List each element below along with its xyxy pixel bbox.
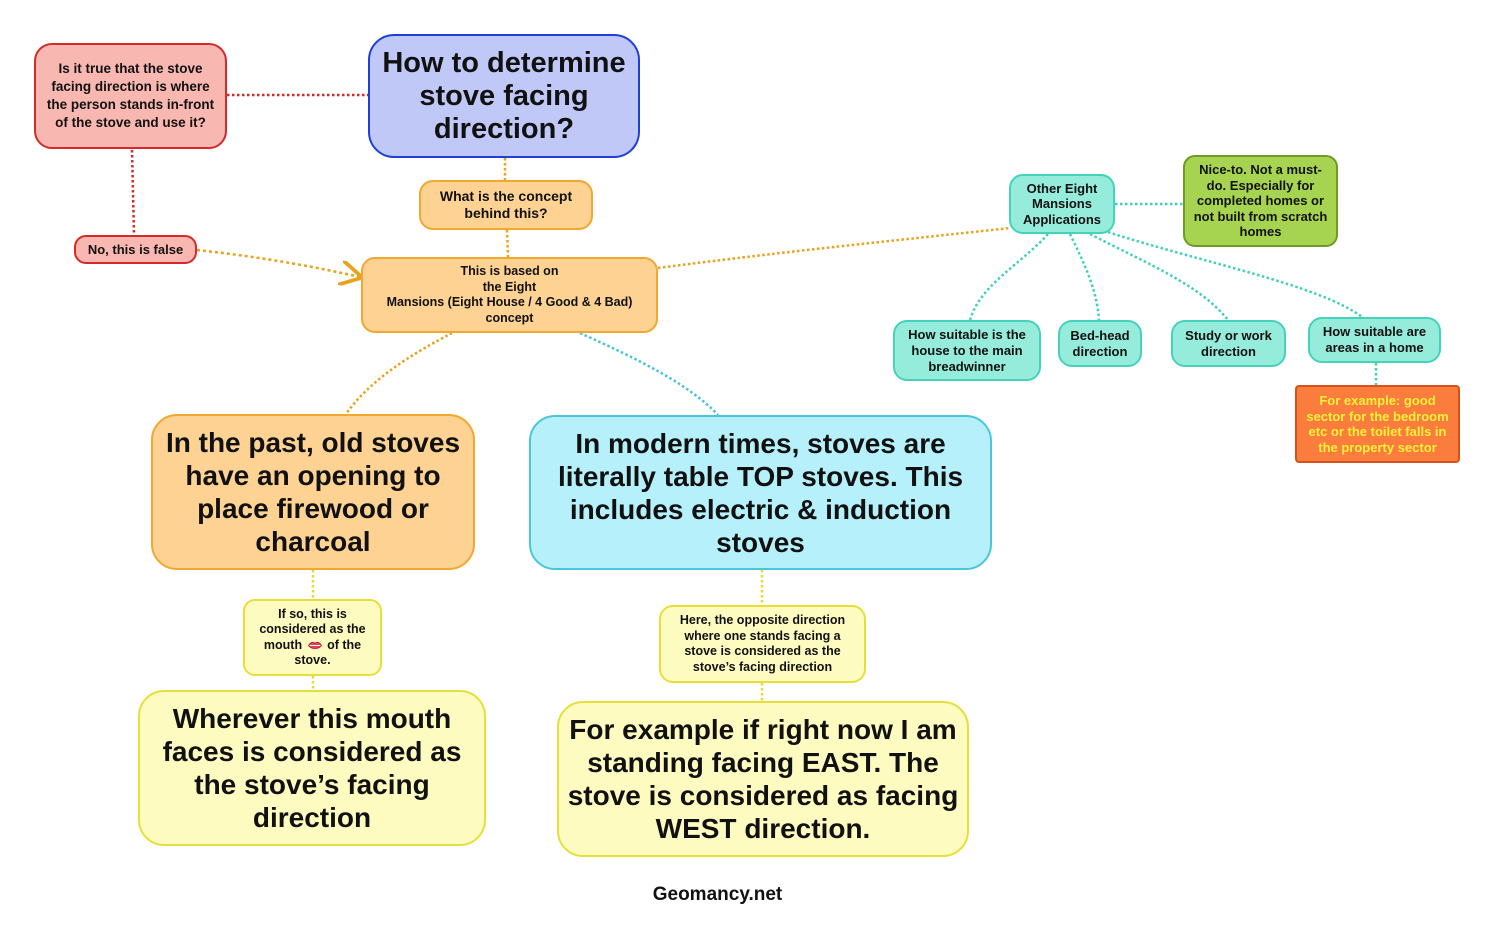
wherever-node: Wherever this mouth faces is considered … xyxy=(138,690,486,846)
mouth-note-node: If so, this is considered as the mouth o… xyxy=(243,599,382,676)
application-item-areas: How suitable are areas in a home xyxy=(1308,317,1441,363)
applications-hub-label: Other Eight Mansions Applications xyxy=(1022,180,1101,227)
example-east-west-node: For example if right now I am standing f… xyxy=(557,701,969,857)
concept-question-node: What is the concept behind this? xyxy=(419,180,593,230)
application-item-breadwinner: How suitable is the house to the main br… xyxy=(893,320,1041,381)
nice-to-note-label: Nice-to. Not a must-do. Especially for c… xyxy=(1193,162,1328,240)
areas-example-label: For example: good sector for the bedroom… xyxy=(1306,393,1449,455)
connector-answer-concept xyxy=(196,248,360,277)
application-item-label: Study or work direction xyxy=(1185,327,1272,359)
nice-to-note-node: Nice-to. Not a must-do. Especially for c… xyxy=(1183,155,1338,247)
question-node-label: Is it true that the stove facing directi… xyxy=(46,61,215,130)
answer-node: No, this is false xyxy=(74,235,197,264)
modern-stoves-node: In modern times, stoves are literally ta… xyxy=(529,415,992,570)
question-node: Is it true that the stove facing directi… xyxy=(34,43,227,149)
applications-hub-node: Other Eight Mansions Applications xyxy=(1009,174,1115,234)
concept-line: concept xyxy=(485,310,534,325)
connector-concept-past xyxy=(344,331,453,415)
mouth-note-text: If so, this is considered as the mouth o… xyxy=(251,607,374,669)
areas-example-node: For example: good sector for the bedroom… xyxy=(1295,385,1460,463)
mouth-note-before: If so, this is considered as the mouth xyxy=(259,606,366,652)
answer-node-label: No, this is false xyxy=(87,242,184,257)
application-item-bed-head: Bed-head direction xyxy=(1058,320,1142,367)
application-item-study: Study or work direction xyxy=(1171,320,1286,367)
root-topic: How to determine stove facing direction? xyxy=(368,34,640,158)
application-item-label: Bed-head direction xyxy=(1070,327,1130,359)
connector-applications-breadwinner xyxy=(968,233,1049,321)
concept-node: This is based on the Eight Mansions (Eig… xyxy=(361,257,658,333)
past-stoves-label: In the past, old stoves have an opening … xyxy=(165,427,461,557)
mouth-note-after: of the stove. xyxy=(294,637,362,668)
concept-question-label: What is the concept behind this? xyxy=(439,188,573,221)
connector-concept-question-concept xyxy=(505,229,510,258)
concept-node-text: This is based on the Eight Mansions (Eig… xyxy=(387,264,633,326)
connector-applications-bedhead xyxy=(1068,233,1101,321)
application-item-label: How suitable is the house to the main br… xyxy=(908,326,1026,374)
concept-line: This is based on xyxy=(460,264,559,278)
connector-applications-study xyxy=(1089,232,1229,321)
past-stoves-node: In the past, old stoves have an opening … xyxy=(151,414,475,570)
connector-concept-applications xyxy=(657,226,1011,270)
example-east-west-label: For example if right now I am standing f… xyxy=(567,714,959,844)
connector-question-answer xyxy=(130,149,136,236)
concept-line: the Eight xyxy=(482,279,537,294)
connector-concept-modern xyxy=(579,331,719,416)
modern-stoves-label: In modern times, stoves are literally ta… xyxy=(557,427,964,558)
opposite-direction-label: Here, the opposite direction where one s… xyxy=(679,613,846,674)
lips-icon xyxy=(307,641,322,649)
site-footer: Geomancy.net xyxy=(652,884,783,905)
application-item-label: How suitable are areas in a home xyxy=(1322,324,1427,355)
connector-applications-areas xyxy=(1107,230,1363,318)
root-topic-label: How to determine stove facing direction? xyxy=(382,46,626,145)
concept-line: Mansions (Eight House / 4 Good & 4 Bad) xyxy=(386,295,633,309)
wherever-label: Wherever this mouth faces is considered … xyxy=(162,703,462,833)
opposite-direction-node: Here, the opposite direction where one s… xyxy=(659,605,866,683)
